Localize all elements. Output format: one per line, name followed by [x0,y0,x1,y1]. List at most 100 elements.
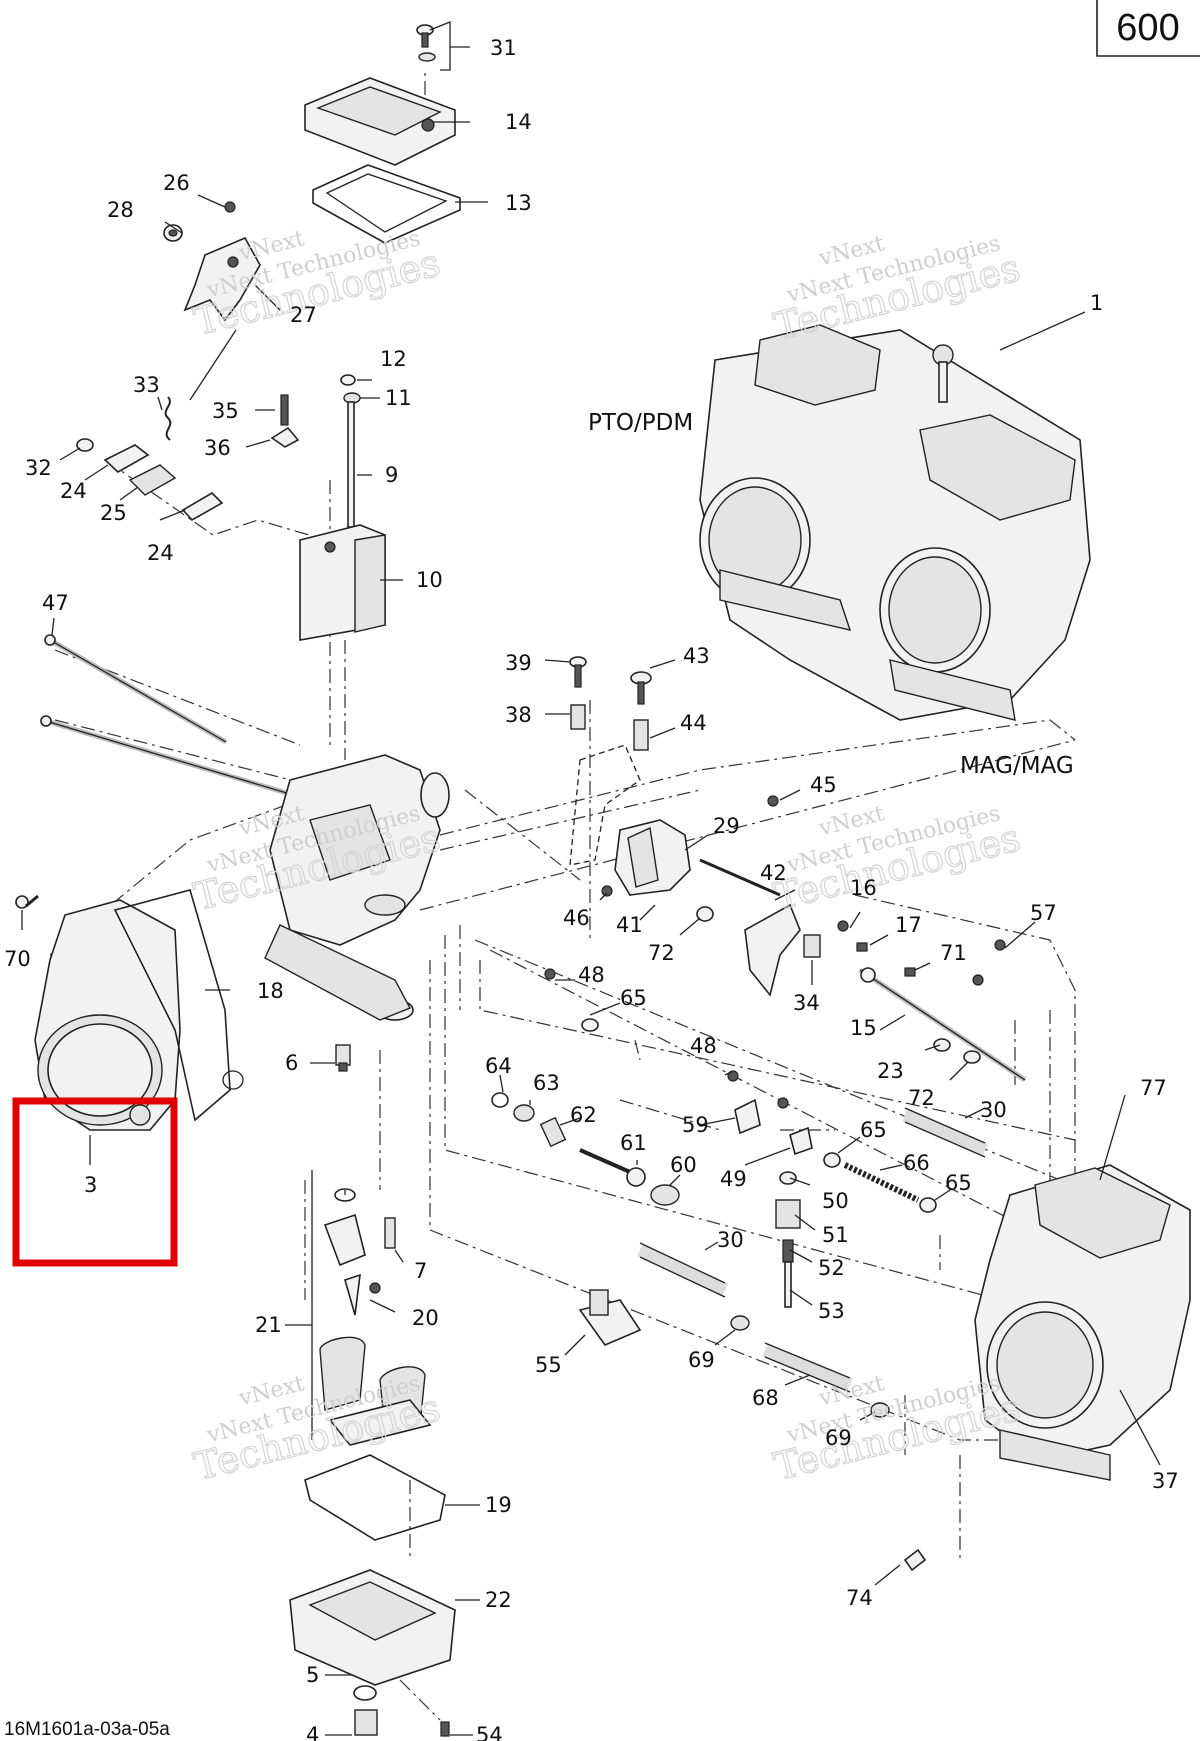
callout-11: 11 [385,386,412,410]
callout-59: 59 [682,1113,709,1137]
part-15-rod [858,967,1027,1083]
callout-72b: 72 [908,1086,935,1110]
callout-31: 31 [490,36,517,60]
part-30-tube-b [637,1242,728,1298]
callout-30b: 30 [717,1228,744,1252]
callout-7: 7 [414,1259,427,1283]
part-13-gasket [312,164,461,244]
callout-37: 37 [1152,1469,1179,1493]
part-60-cap [650,1184,680,1206]
callout-47: 47 [42,591,69,615]
callout-62: 62 [570,1103,597,1127]
callout-24b: 24 [147,541,174,565]
page-number-box: 600 [1096,0,1200,57]
part-65-66-springs [823,1152,937,1213]
callout-54: 54 [476,1723,503,1741]
callout-1: 1 [1090,291,1103,315]
part-54-screw [440,1721,450,1737]
part-12-11-clips [340,374,361,404]
mag-carb-assembly [974,1164,1191,1481]
part-21-float [319,1336,432,1446]
callout-50: 50 [822,1189,849,1213]
callout-14: 14 [505,110,532,134]
callout-38: 38 [505,703,532,727]
callout-48b: 48 [690,1034,717,1058]
callout-6: 6 [285,1051,298,1075]
callout-61: 61 [620,1131,647,1155]
callout-9: 9 [385,463,398,487]
leader-lines [21,21,1161,1736]
part-64-63-62-61 [491,1092,646,1187]
callout-63: 63 [533,1071,560,1095]
callout-36: 36 [204,436,231,460]
callout-44: 44 [680,711,707,735]
callout-41: 41 [616,913,643,937]
callout-43: 43 [683,644,710,668]
part-39-38-screw-spring [569,656,587,730]
callout-49: 49 [720,1167,747,1191]
part-29-cam [614,819,691,896]
callout-12: 12 [380,347,407,371]
part-47-bolts [40,634,331,809]
page-number: 600 [1116,7,1179,49]
part-lever-arm [744,903,801,997]
part-27-lever [183,236,261,322]
callout-3: 3 [84,1173,97,1197]
callout-71: 71 [940,941,967,965]
part-10-slide [299,524,386,641]
callout-22: 22 [485,1588,512,1612]
part-70-screw [15,894,39,909]
callout-16: 16 [850,876,877,900]
callout-53: 53 [818,1299,845,1323]
part-5-4-drain [353,1685,378,1736]
callout-32: 32 [25,456,52,480]
part-6-jet [335,1044,351,1072]
part-18-gasket [113,889,244,1122]
pto-carb-assembly [699,324,1091,721]
part-19-gasket [304,1454,446,1541]
callout-34: 34 [793,991,820,1015]
watermarks: vNext vNext Technologies Technologies vN… [189,226,1025,1489]
callout-21: 21 [255,1313,282,1337]
callout-69a: 69 [688,1348,715,1372]
callout-25: 25 [100,501,127,525]
part-57-screws [972,939,1006,986]
callout-77: 77 [1140,1076,1167,1100]
part-43-44-screw-spring [630,671,652,751]
callout-74: 74 [846,1586,873,1610]
part-55-tee [578,1289,642,1346]
highlight-box [12,1097,178,1267]
section-label-pto: PTO/PDM [588,410,693,436]
callout-60: 60 [670,1153,697,1177]
part-50-51-52-53-valve [775,1171,801,1308]
callout-52: 52 [818,1256,845,1280]
part-34-spring [803,934,821,958]
callout-57: 57 [1030,901,1057,925]
callout-51: 51 [822,1223,849,1247]
part-22-float-bowl [289,1569,456,1686]
part-30-tube-a [902,1107,988,1158]
callout-18: 18 [257,979,284,1003]
callout-35: 35 [212,399,239,423]
callout-42: 42 [760,861,787,885]
callout-29: 29 [713,814,740,838]
callout-19: 19 [485,1493,512,1517]
part-33-spring [164,396,172,441]
part-16-17-71-screws [837,920,916,977]
callout-72a: 72 [648,941,675,965]
callout-65b: 65 [860,1118,887,1142]
callout-23: 23 [877,1059,904,1083]
part-main-carb-body [264,754,450,1021]
part-72-washer-a [696,906,714,922]
part-9-needle [347,401,355,528]
part-32-24-25-links [76,438,224,522]
callout-70: 70 [4,947,31,971]
callout-17: 17 [895,913,922,937]
callout-33: 33 [133,373,160,397]
callout-68: 68 [752,1386,779,1410]
section-label-mag: MAG/MAG [960,753,1074,779]
callout-4: 4 [306,1723,319,1741]
callout-48a: 48 [578,963,605,987]
callout-66: 66 [903,1151,930,1175]
